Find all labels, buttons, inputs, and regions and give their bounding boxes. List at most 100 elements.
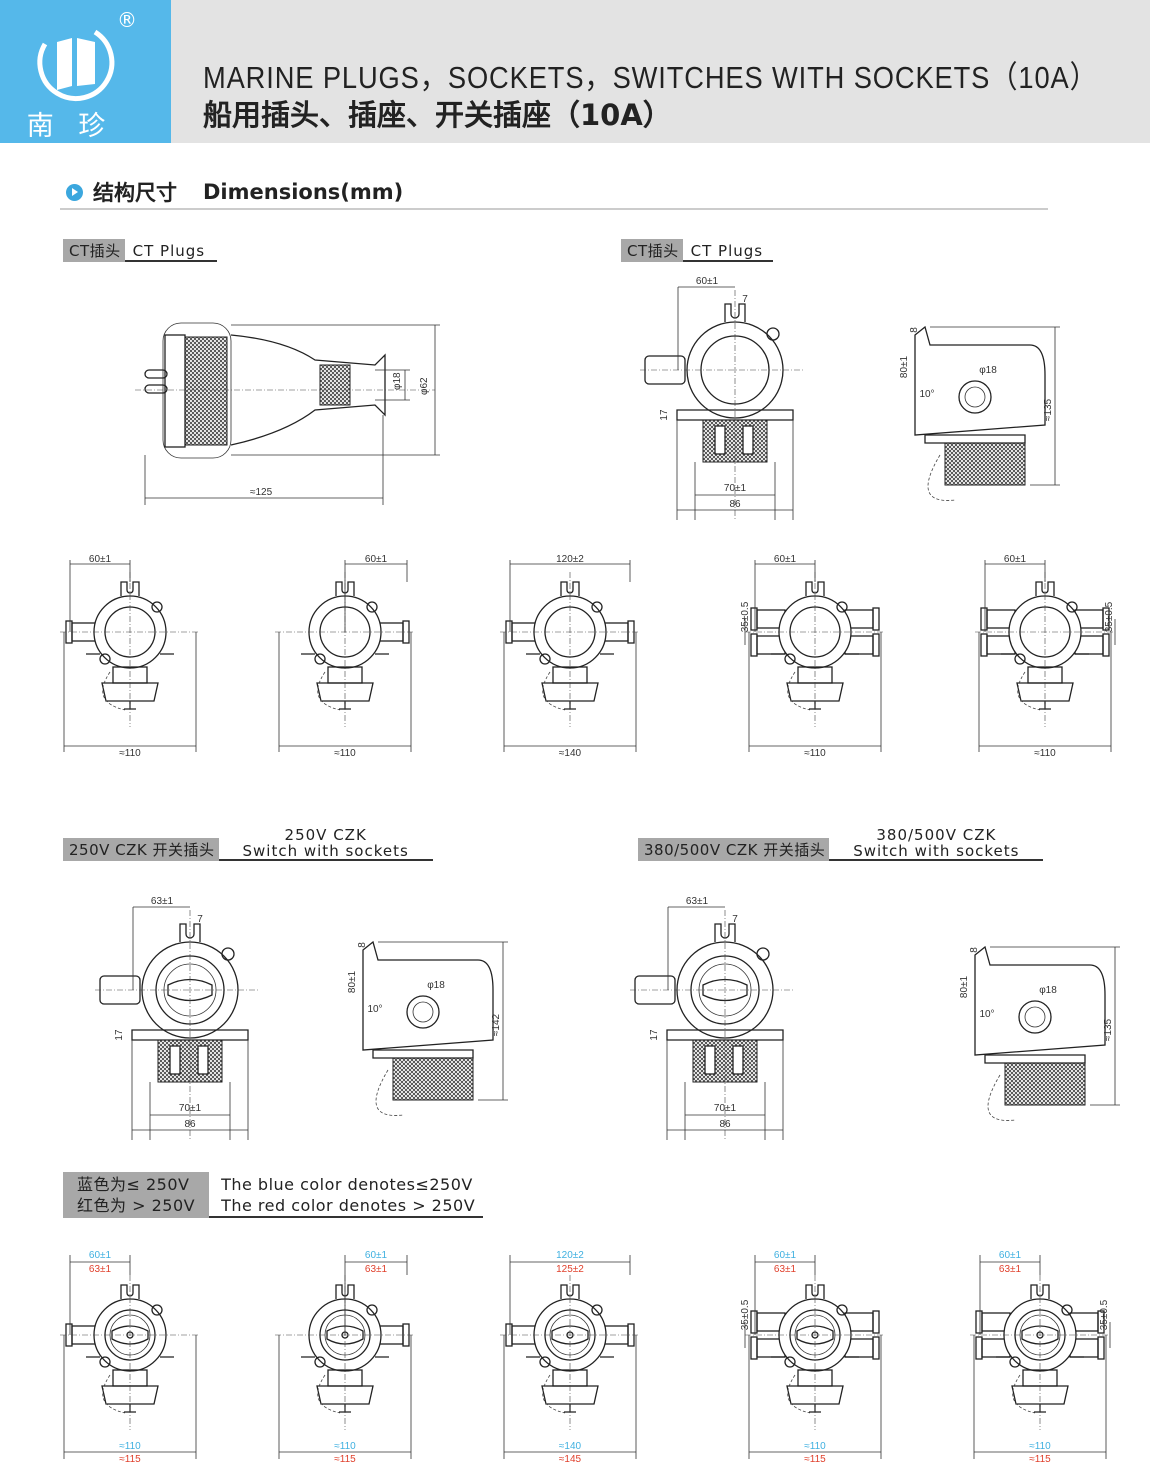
socket-base <box>786 682 844 702</box>
dim-line-bottom <box>748 632 882 752</box>
group-label-cn: 250V CZK 开关插头 <box>63 838 219 861</box>
dim-line-total <box>990 946 1120 1106</box>
junction-box-body <box>60 1275 200 1430</box>
group-label-ct-plugs-2: CT插头 CT Plugs <box>621 239 774 262</box>
switch-handle <box>551 1325 589 1345</box>
gland-nut <box>750 607 758 631</box>
dim-lines-base <box>131 1040 249 1140</box>
gland-nut <box>975 1310 983 1334</box>
junction-box-body <box>745 572 885 727</box>
dim-line-top <box>69 560 131 632</box>
dim-line-bottom <box>278 1335 412 1459</box>
socket-pin <box>732 1045 744 1075</box>
gland-nut <box>1097 1310 1105 1334</box>
dim-line-top <box>69 1255 131 1335</box>
cover-screw <box>591 601 603 613</box>
logo-text: 南 珍 <box>26 111 114 142</box>
junction-box-body <box>60 572 200 727</box>
group-label-en: 250V CZK Switch with sockets <box>218 827 433 861</box>
gland-entry <box>406 995 440 1029</box>
legend-cn-blue: 蓝色为≤ 250V <box>77 1175 190 1194</box>
socket-pin <box>704 1045 716 1075</box>
centerline <box>630 910 795 1140</box>
cap-chain <box>1017 671 1041 711</box>
socket-base <box>1004 1062 1086 1106</box>
dim-bottom-blue: ≈110 <box>119 1441 141 1452</box>
centerline <box>975 572 1115 727</box>
cover-screw <box>836 601 848 613</box>
cover-screw <box>99 1356 111 1368</box>
socket-base <box>541 682 599 702</box>
gland-entry-inner <box>1024 1006 1046 1028</box>
group-label-en: 380/500V CZK Switch with sockets <box>829 827 1044 861</box>
cap-chain <box>102 1374 126 1414</box>
dim-height: 17 <box>114 1029 125 1041</box>
gland-entry-inner <box>412 1001 434 1023</box>
dim-top: 60±1 <box>365 554 388 565</box>
dim-side: 35±0.5 <box>1104 601 1115 632</box>
enclosure <box>640 290 805 520</box>
cap-chain <box>1012 1374 1036 1414</box>
gland-nut <box>750 1336 758 1360</box>
cover-screw <box>766 327 780 341</box>
cover-screw <box>99 653 111 665</box>
switch-socket-unit-2: 60±163±1≈110≈115 <box>275 1250 415 1465</box>
gland-nut <box>980 607 988 631</box>
dim-bottom-blue: ≈110 <box>804 1441 826 1452</box>
cap-chain <box>102 671 126 711</box>
section-heading: 结构尺寸 Dimensions(mm) <box>66 177 403 207</box>
gland-nut <box>872 607 880 631</box>
dim-total: 86 <box>729 499 741 510</box>
page-title-cn: 船用插头、插座、开关插座（10A） <box>203 98 672 132</box>
cover-screw <box>784 1356 796 1368</box>
dim-slot: 7 <box>732 914 738 925</box>
dim-bottom-blue: ≈110 <box>334 1441 356 1452</box>
enclosure <box>95 910 260 1140</box>
dim-top: 120±2 <box>556 554 584 565</box>
cover-screw <box>221 947 235 961</box>
cap-chain <box>542 1374 566 1414</box>
socket-base <box>101 682 159 702</box>
socket-base <box>101 1385 159 1405</box>
top-lug <box>805 581 825 596</box>
centerline <box>500 572 640 727</box>
dim-h: 80±1 <box>899 355 910 378</box>
cover-screw <box>314 653 326 665</box>
cover-screw <box>784 653 796 665</box>
plug-socket-unit-1: 60±1≈110 <box>60 554 200 759</box>
dim-width: 60±1 <box>696 276 719 287</box>
top-lug <box>120 581 140 596</box>
gland-nut <box>1102 607 1110 631</box>
cover-screw <box>151 1304 163 1316</box>
cover-screw <box>1014 653 1026 665</box>
dim-line-width <box>667 906 725 990</box>
legend-cn-red: 红色为 > 250V <box>77 1196 196 1215</box>
plug-socket-unit-2: 60±1≈110 <box>275 554 415 759</box>
dim-line-bottom <box>973 1335 1107 1459</box>
dim-diameter: φ18 <box>427 980 445 991</box>
group-label-ct-plugs: CT插头 CT Plugs <box>63 239 218 262</box>
dim-angle: 10° <box>979 1009 994 1020</box>
dim-top: 60±1 <box>89 554 112 565</box>
gland-entry-inner <box>964 386 986 408</box>
dim-line-bottom <box>63 1335 197 1459</box>
dim-top: 60±1 <box>774 554 797 565</box>
group-label-en: CT Plugs <box>682 242 774 262</box>
dim-line-bottom <box>503 1335 637 1459</box>
enclosure <box>630 910 795 1140</box>
dim-top-red: 63±1 <box>365 1264 388 1275</box>
cover-screw <box>539 1356 551 1368</box>
dim-bottom: ≈110 <box>804 748 826 759</box>
dim-top-blue: 60±1 <box>89 1250 112 1261</box>
dim-length: ≈125 <box>250 487 273 498</box>
dim-lines-base <box>666 1040 784 1140</box>
cap-chain <box>787 671 811 711</box>
dim-h: 80±1 <box>959 975 970 998</box>
centerline <box>970 1275 1110 1430</box>
socket-base <box>316 682 374 702</box>
dim-base: 70±1 <box>179 1103 202 1114</box>
mounting-plate <box>984 1054 1086 1064</box>
dim-top: 8 <box>357 942 368 948</box>
plug-socket-unit-3: 120±2≈140 <box>500 554 640 759</box>
